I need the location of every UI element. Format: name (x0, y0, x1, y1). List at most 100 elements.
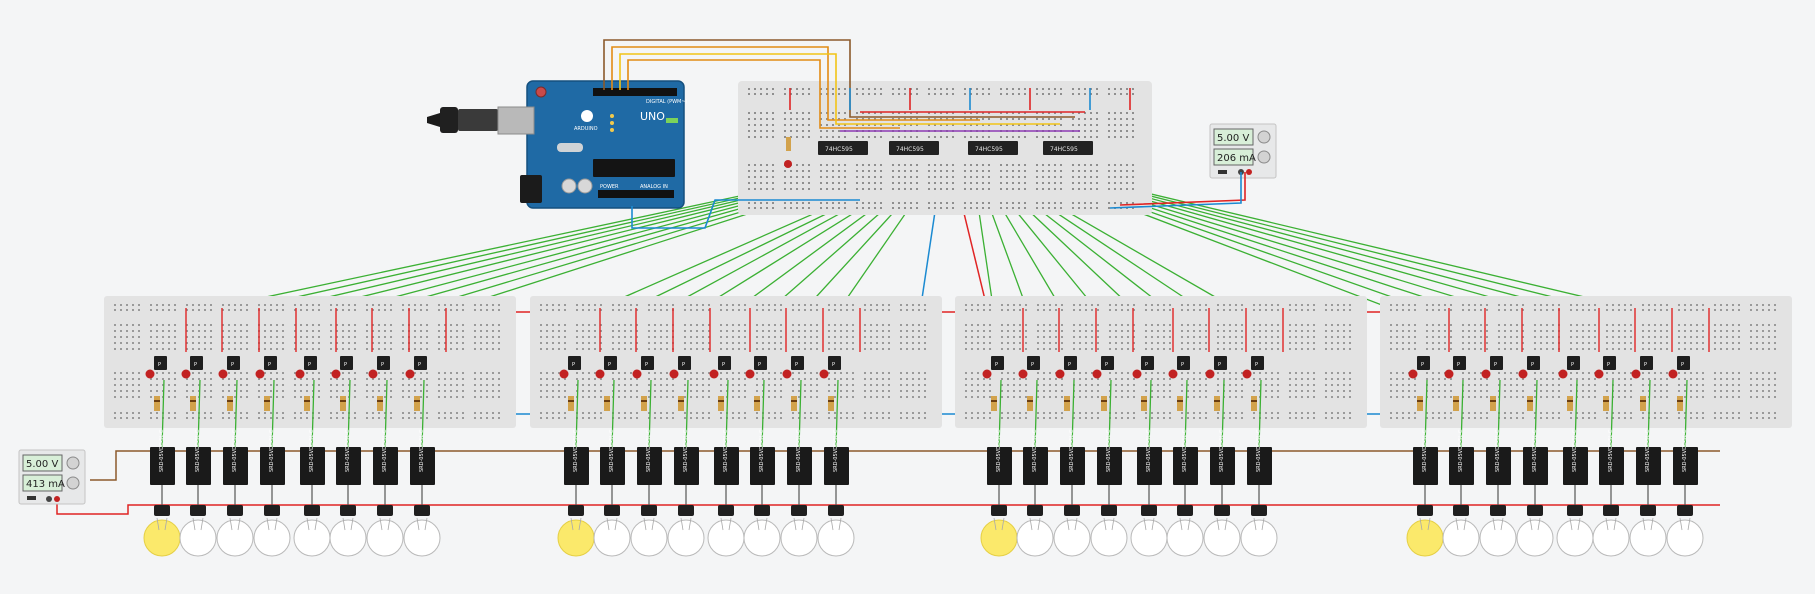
lamp-bulb[interactable] (557, 519, 595, 557)
lamp-bulb[interactable] (1016, 519, 1054, 557)
relay[interactable] (1486, 447, 1511, 485)
relay[interactable] (1413, 447, 1438, 485)
relay[interactable] (410, 447, 435, 485)
lamp-bulb[interactable] (143, 519, 181, 557)
relay-breadboard[interactable] (955, 296, 1367, 428)
psu-logic-switch[interactable] (1218, 170, 1227, 174)
lamp-bulb[interactable] (366, 519, 404, 557)
relay[interactable] (1563, 447, 1588, 485)
lamp-bulb[interactable] (593, 519, 631, 557)
main-breadboard-body[interactable] (738, 81, 1152, 215)
lamp-bulb[interactable] (743, 519, 781, 557)
breadboard-hole (1301, 336, 1303, 338)
lamp-bulb[interactable] (780, 519, 818, 557)
relay[interactable] (300, 447, 325, 485)
lamp-bulb[interactable] (1240, 519, 1278, 557)
breadboard-hole (1444, 412, 1446, 414)
lamp-bulb[interactable] (403, 519, 441, 557)
relay[interactable] (600, 447, 625, 485)
power-supply-logic[interactable]: 5.00 V 206 mA (1209, 123, 1277, 179)
reset-button[interactable] (535, 86, 547, 98)
psu-logic-voltage-knob[interactable] (1257, 130, 1271, 144)
breadboard-hole (856, 202, 858, 204)
relay[interactable] (1060, 447, 1085, 485)
power-supply-lamps[interactable]: 5.00 V 413 mA (18, 449, 86, 505)
lamp-bulb[interactable] (1053, 519, 1091, 557)
lamp-bulb[interactable] (1666, 519, 1704, 557)
lamp-bulb[interactable] (980, 519, 1018, 557)
psu-lamps-switch[interactable] (27, 496, 36, 500)
relay[interactable] (787, 447, 812, 485)
breadboard-hole (1402, 390, 1404, 392)
relay[interactable] (1449, 447, 1474, 485)
lamp-bulb[interactable] (293, 519, 331, 557)
psu-logic-current-knob[interactable] (1257, 150, 1271, 164)
lamp-bulb[interactable] (667, 519, 705, 557)
breadboard-hole (1325, 412, 1327, 414)
resistor (1214, 396, 1220, 411)
breadboard-hole (540, 390, 542, 392)
relay[interactable] (1023, 447, 1048, 485)
psu-lamps-terminal-pos[interactable] (54, 496, 60, 502)
lamp-bulb[interactable] (179, 519, 217, 557)
lamp-bulb[interactable] (1592, 519, 1630, 557)
breadboard-hole (1331, 412, 1333, 414)
relay[interactable] (1247, 447, 1272, 485)
relay[interactable] (564, 447, 589, 485)
lamp-bulb[interactable] (707, 519, 745, 557)
psu-lamps-current-knob[interactable] (66, 476, 80, 490)
relay[interactable] (987, 447, 1012, 485)
breadboard-hole (594, 342, 596, 344)
lamp-bulb[interactable] (216, 519, 254, 557)
lamp-bulb[interactable] (1556, 519, 1594, 557)
relay[interactable] (260, 447, 285, 485)
relay[interactable] (186, 447, 211, 485)
lamp-bulb[interactable] (1406, 519, 1444, 557)
relay[interactable] (674, 447, 699, 485)
relay[interactable] (824, 447, 849, 485)
lamp-bulb[interactable] (1442, 519, 1480, 557)
relay[interactable] (1097, 447, 1122, 485)
relay[interactable] (1210, 447, 1235, 485)
relay-breadboard[interactable] (530, 296, 942, 428)
psu-lamps-voltage-knob[interactable] (66, 456, 80, 470)
relay[interactable] (223, 447, 248, 485)
relay[interactable] (150, 447, 175, 485)
relay-control-wire (1684, 379, 1688, 449)
lamp-bulb[interactable] (1090, 519, 1128, 557)
relay[interactable] (750, 447, 775, 485)
relay[interactable] (1173, 447, 1198, 485)
psu-lamps-terminal-neg[interactable] (46, 496, 52, 502)
lamp-bulb[interactable] (1479, 519, 1517, 557)
breadboard-hole (192, 336, 194, 338)
psu-logic-terminal-pos[interactable] (1246, 169, 1252, 175)
lamp-bulb[interactable] (329, 519, 367, 557)
breadboard-hole (756, 417, 758, 419)
arduino-uno[interactable]: DIGITAL (PWM~) ANALOG IN POWER ARDUINO U… (427, 80, 688, 209)
lamp-bulb[interactable] (630, 519, 668, 557)
relay-breadboard[interactable] (1380, 296, 1792, 428)
relay[interactable] (1137, 447, 1162, 485)
relay[interactable] (1673, 447, 1698, 485)
lamp-bulb[interactable] (1629, 519, 1667, 557)
lamp-bulb[interactable] (1516, 519, 1554, 557)
relay[interactable] (714, 447, 739, 485)
relay[interactable] (1523, 447, 1548, 485)
breadboard-hole (940, 182, 942, 184)
lamp-bulb[interactable] (1130, 519, 1168, 557)
relay[interactable] (336, 447, 361, 485)
lamp-bulb[interactable] (253, 519, 291, 557)
relay[interactable] (373, 447, 398, 485)
breadboard-hole (798, 342, 800, 344)
breadboard-hole (636, 384, 638, 386)
lamp-bulb[interactable] (1166, 519, 1204, 557)
breadboard-hole (1738, 390, 1740, 392)
breadboard-hole (582, 396, 584, 398)
relay[interactable] (637, 447, 662, 485)
lamp-bulb[interactable] (1203, 519, 1241, 557)
lamp-bulb[interactable] (817, 519, 855, 557)
relay[interactable] (1599, 447, 1624, 485)
relay[interactable] (1636, 447, 1661, 485)
